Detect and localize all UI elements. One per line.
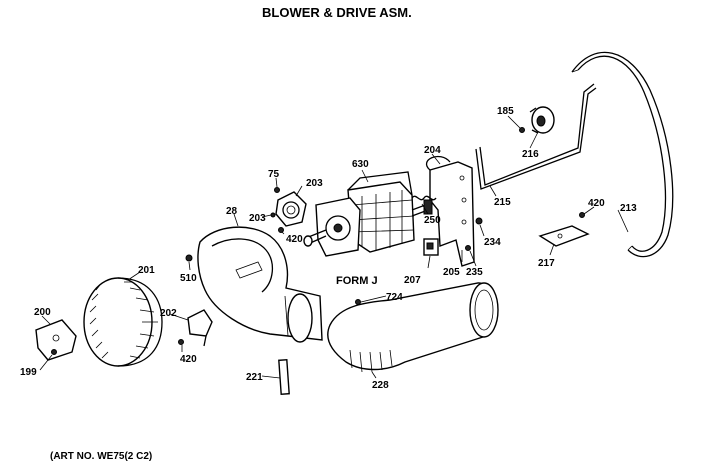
diagram-title: BLOWER & DRIVE ASM. <box>262 5 412 20</box>
callout-207: 207 <box>404 275 421 286</box>
callout-420-mid: 420 <box>286 234 303 245</box>
callout-202: 202 <box>160 308 177 319</box>
screw-510 <box>185 254 193 262</box>
screw-420-bottom <box>178 339 184 345</box>
art-number: (ART NO. WE75(2 C2) <box>50 451 152 462</box>
blower-housing-28 <box>197 226 323 343</box>
callout-204: 204 <box>424 145 441 156</box>
callout-201: 201 <box>138 265 155 276</box>
callout-205: 205 <box>443 267 460 278</box>
callout-235: 235 <box>466 267 483 278</box>
callout-213: 213 <box>620 203 637 214</box>
callout-28: 28 <box>226 206 238 217</box>
idler-arm-215 <box>475 83 597 190</box>
spring-250 <box>411 195 437 201</box>
drum-belt-213 <box>571 51 674 258</box>
form-label: FORM J <box>336 275 378 287</box>
callout-630: 630 <box>352 159 369 170</box>
idler-bracket-217 <box>538 225 590 247</box>
screw-75 <box>274 187 280 193</box>
idler-pulley-216 <box>529 106 555 134</box>
motor-bracket-204 <box>426 155 475 267</box>
clip-202 <box>187 309 213 347</box>
screw-234 <box>475 217 483 225</box>
exhaust-duct-228 <box>327 282 499 373</box>
callout-234: 234 <box>484 237 501 248</box>
screw-203-left <box>270 212 276 218</box>
callout-510: 510 <box>180 273 197 284</box>
callout-199: 199 <box>20 367 37 378</box>
callout-250: 250 <box>424 215 441 226</box>
screw-199 <box>51 349 57 355</box>
switch-207 <box>423 238 439 256</box>
callout-203-left: 203 <box>249 213 266 224</box>
callout-221: 221 <box>246 372 263 383</box>
callout-724: 724 <box>386 292 403 303</box>
callout-200: 200 <box>34 307 51 318</box>
callout-215: 215 <box>494 197 511 208</box>
leader-lines <box>39 115 629 379</box>
callout-216: 216 <box>522 149 539 160</box>
screw-420-mid <box>278 227 284 233</box>
callout-217: 217 <box>538 258 555 269</box>
screw-185 <box>519 127 525 133</box>
callout-420-bottom: 420 <box>180 354 197 365</box>
screw-420-right <box>579 212 585 218</box>
blower-bracket-200 <box>35 319 77 361</box>
screw-724 <box>355 299 361 305</box>
callout-420-right: 420 <box>588 198 605 209</box>
callout-75: 75 <box>268 169 280 180</box>
motor-630 <box>303 171 433 257</box>
callout-203-top: 203 <box>306 178 323 189</box>
callout-228: 228 <box>372 380 389 391</box>
blower-wheel-201 <box>83 277 163 367</box>
plate-221 <box>278 359 290 395</box>
callout-185: 185 <box>497 106 514 117</box>
motor-clip-203 <box>275 191 307 227</box>
screw-235 <box>465 245 471 251</box>
